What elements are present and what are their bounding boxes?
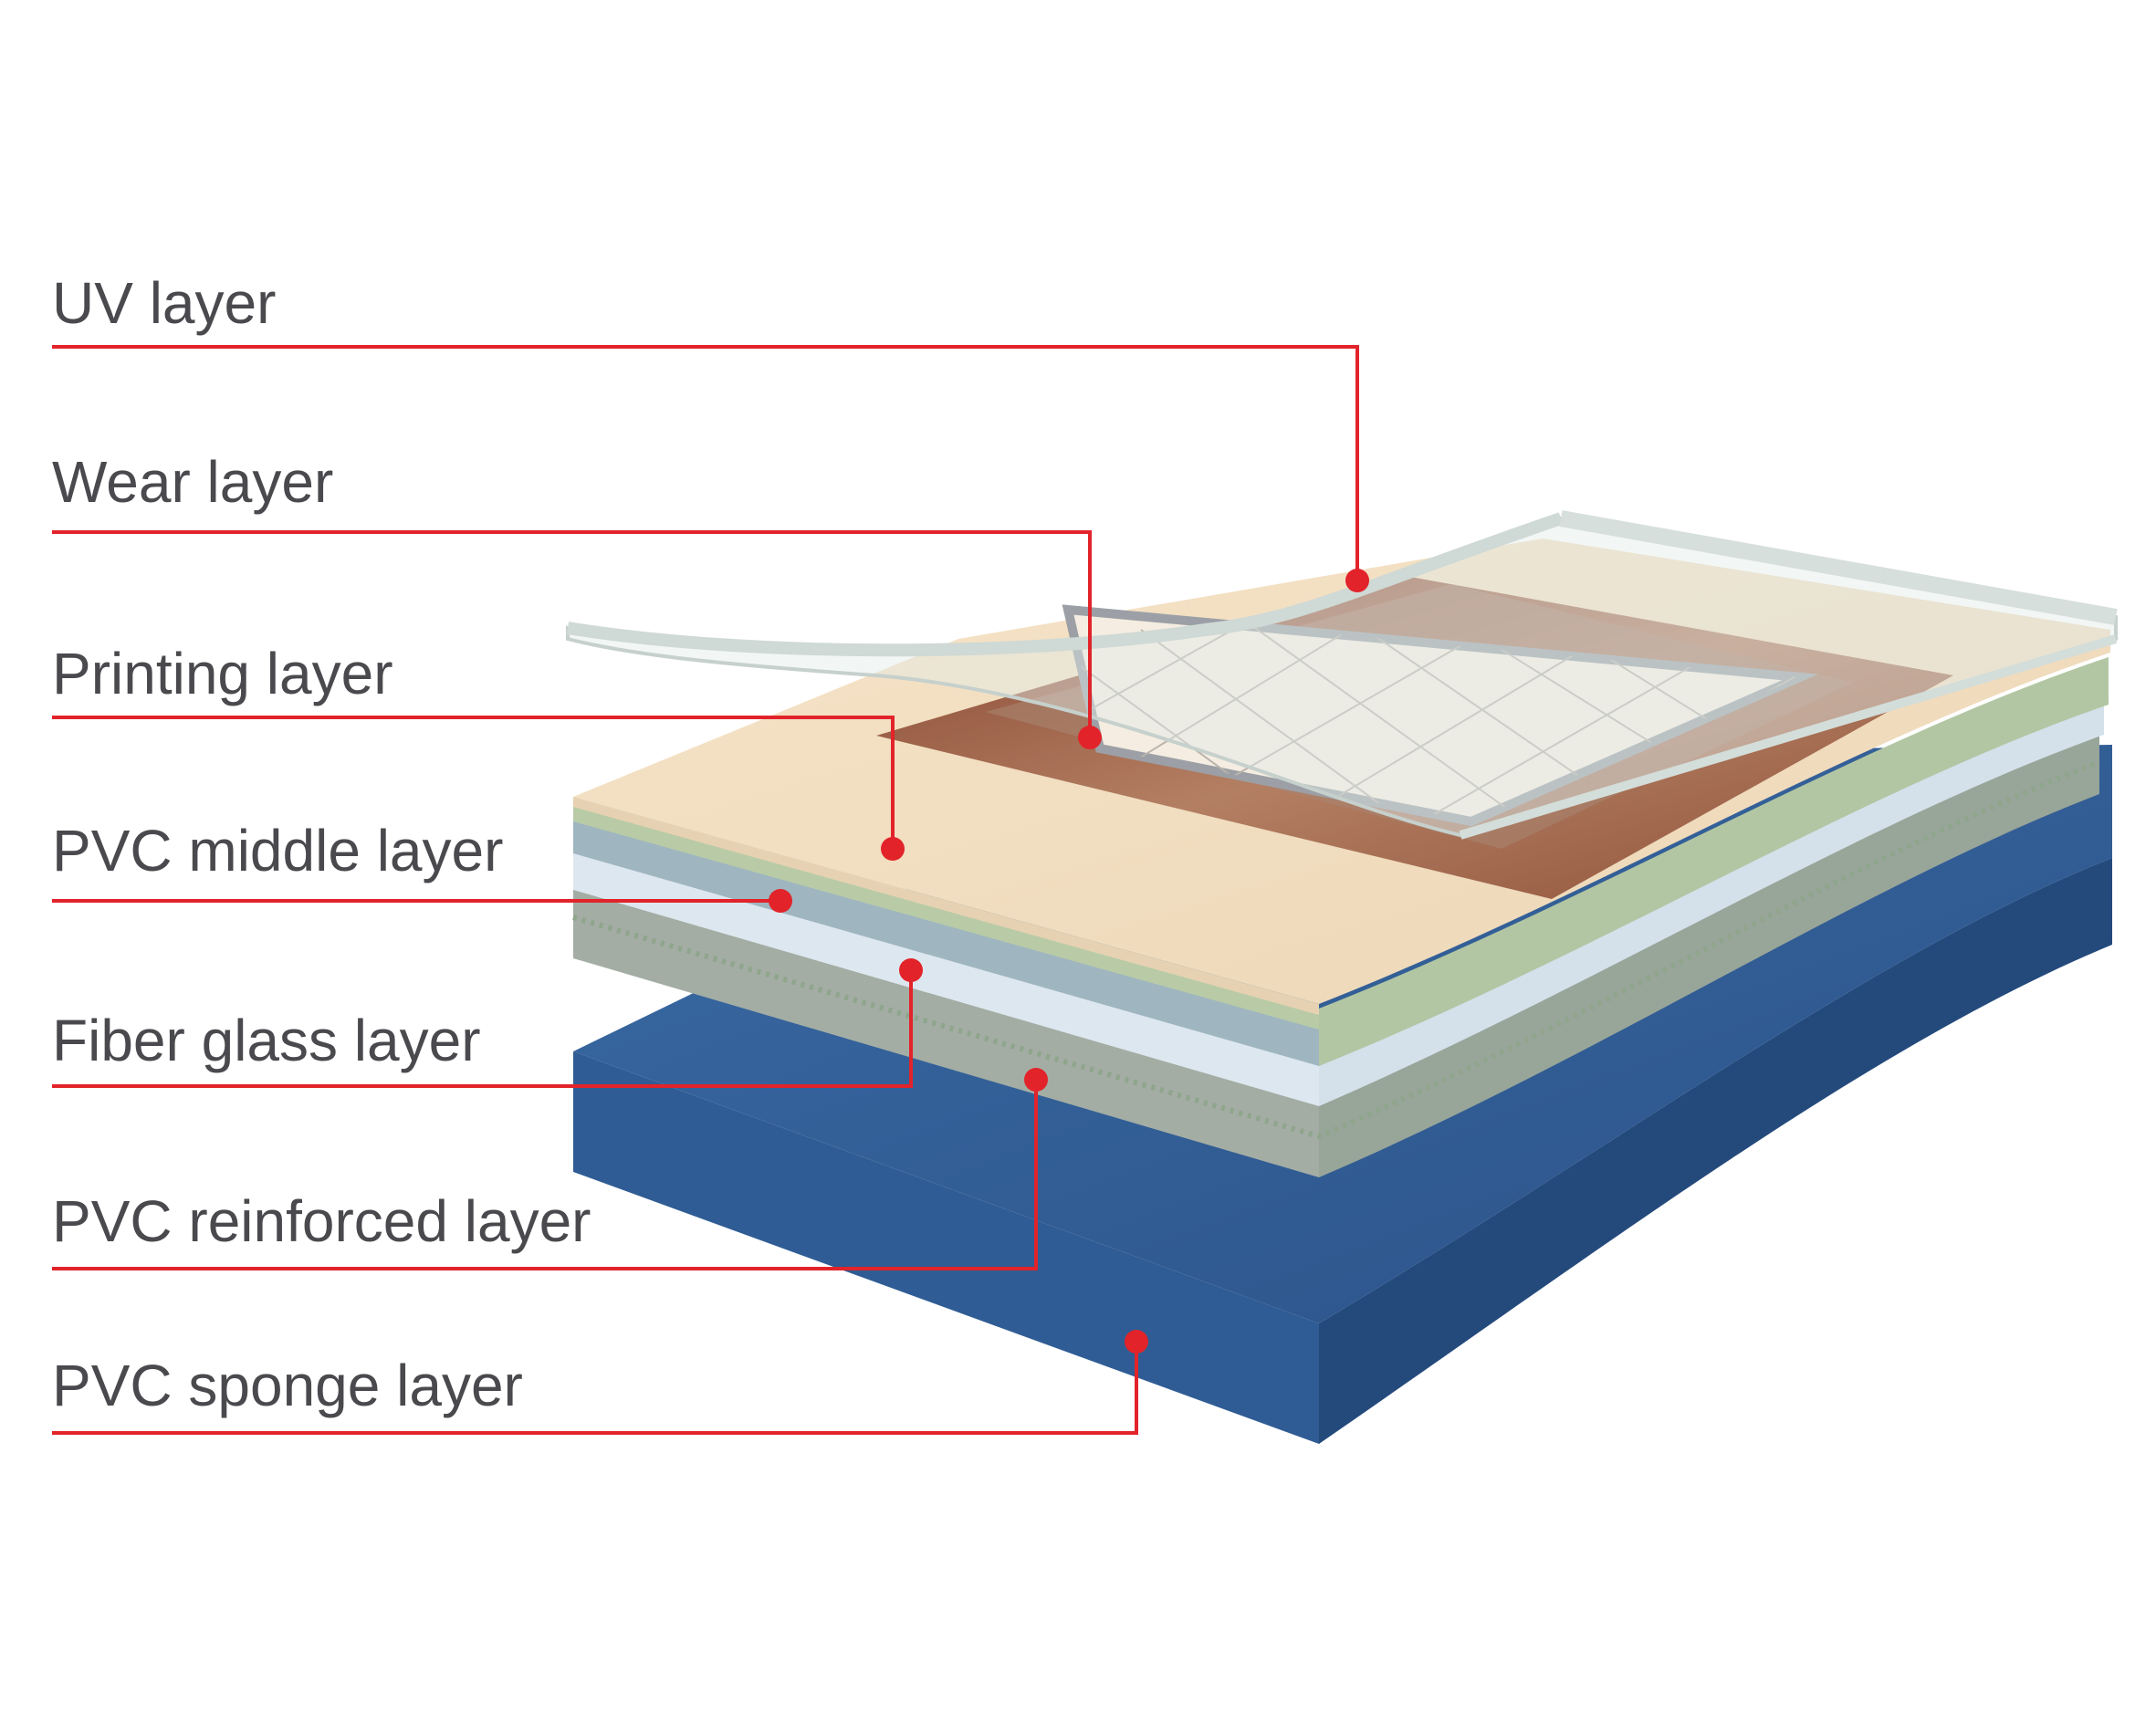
leader-line-printing <box>52 716 895 849</box>
leader-line-reinforced <box>52 1080 1038 1270</box>
leader-dot-reinforced <box>1024 1068 1048 1092</box>
leader-line-fiberglass <box>52 970 913 1088</box>
label-uv-layer: UV layer <box>52 270 277 336</box>
leader-dot-wear <box>1078 726 1102 749</box>
fiberglass-layer-slab <box>573 698 2104 1106</box>
label-pvc-reinforced-layer: PVC reinforced layer <box>52 1188 591 1254</box>
leader-dot-sponge <box>1125 1330 1148 1354</box>
leader-line-uv <box>52 345 1359 580</box>
leader-dot-uv <box>1345 569 1369 592</box>
middle-layer-slab <box>573 657 2109 1066</box>
leader-line-sponge <box>52 1342 1138 1435</box>
leader-dots <box>769 569 1369 1354</box>
wear-uv-film <box>566 510 2118 840</box>
reinforced-layer-slab <box>572 730 2101 1177</box>
label-printing-layer: Printing layer <box>52 641 393 706</box>
label-wear-layer: Wear layer <box>52 449 334 515</box>
label-pvc-sponge-layer: PVC sponge layer <box>52 1353 523 1418</box>
leader-line-wear <box>52 530 1092 737</box>
leader-dot-printing <box>881 837 905 861</box>
label-pvc-middle-layer: PVC middle layer <box>52 818 504 883</box>
leader-lines <box>52 345 1359 1435</box>
leader-dot-middle <box>769 889 792 913</box>
label-fiber-glass-layer: Fiber glass layer <box>52 1008 481 1073</box>
leader-dot-fiberglass <box>899 958 923 982</box>
